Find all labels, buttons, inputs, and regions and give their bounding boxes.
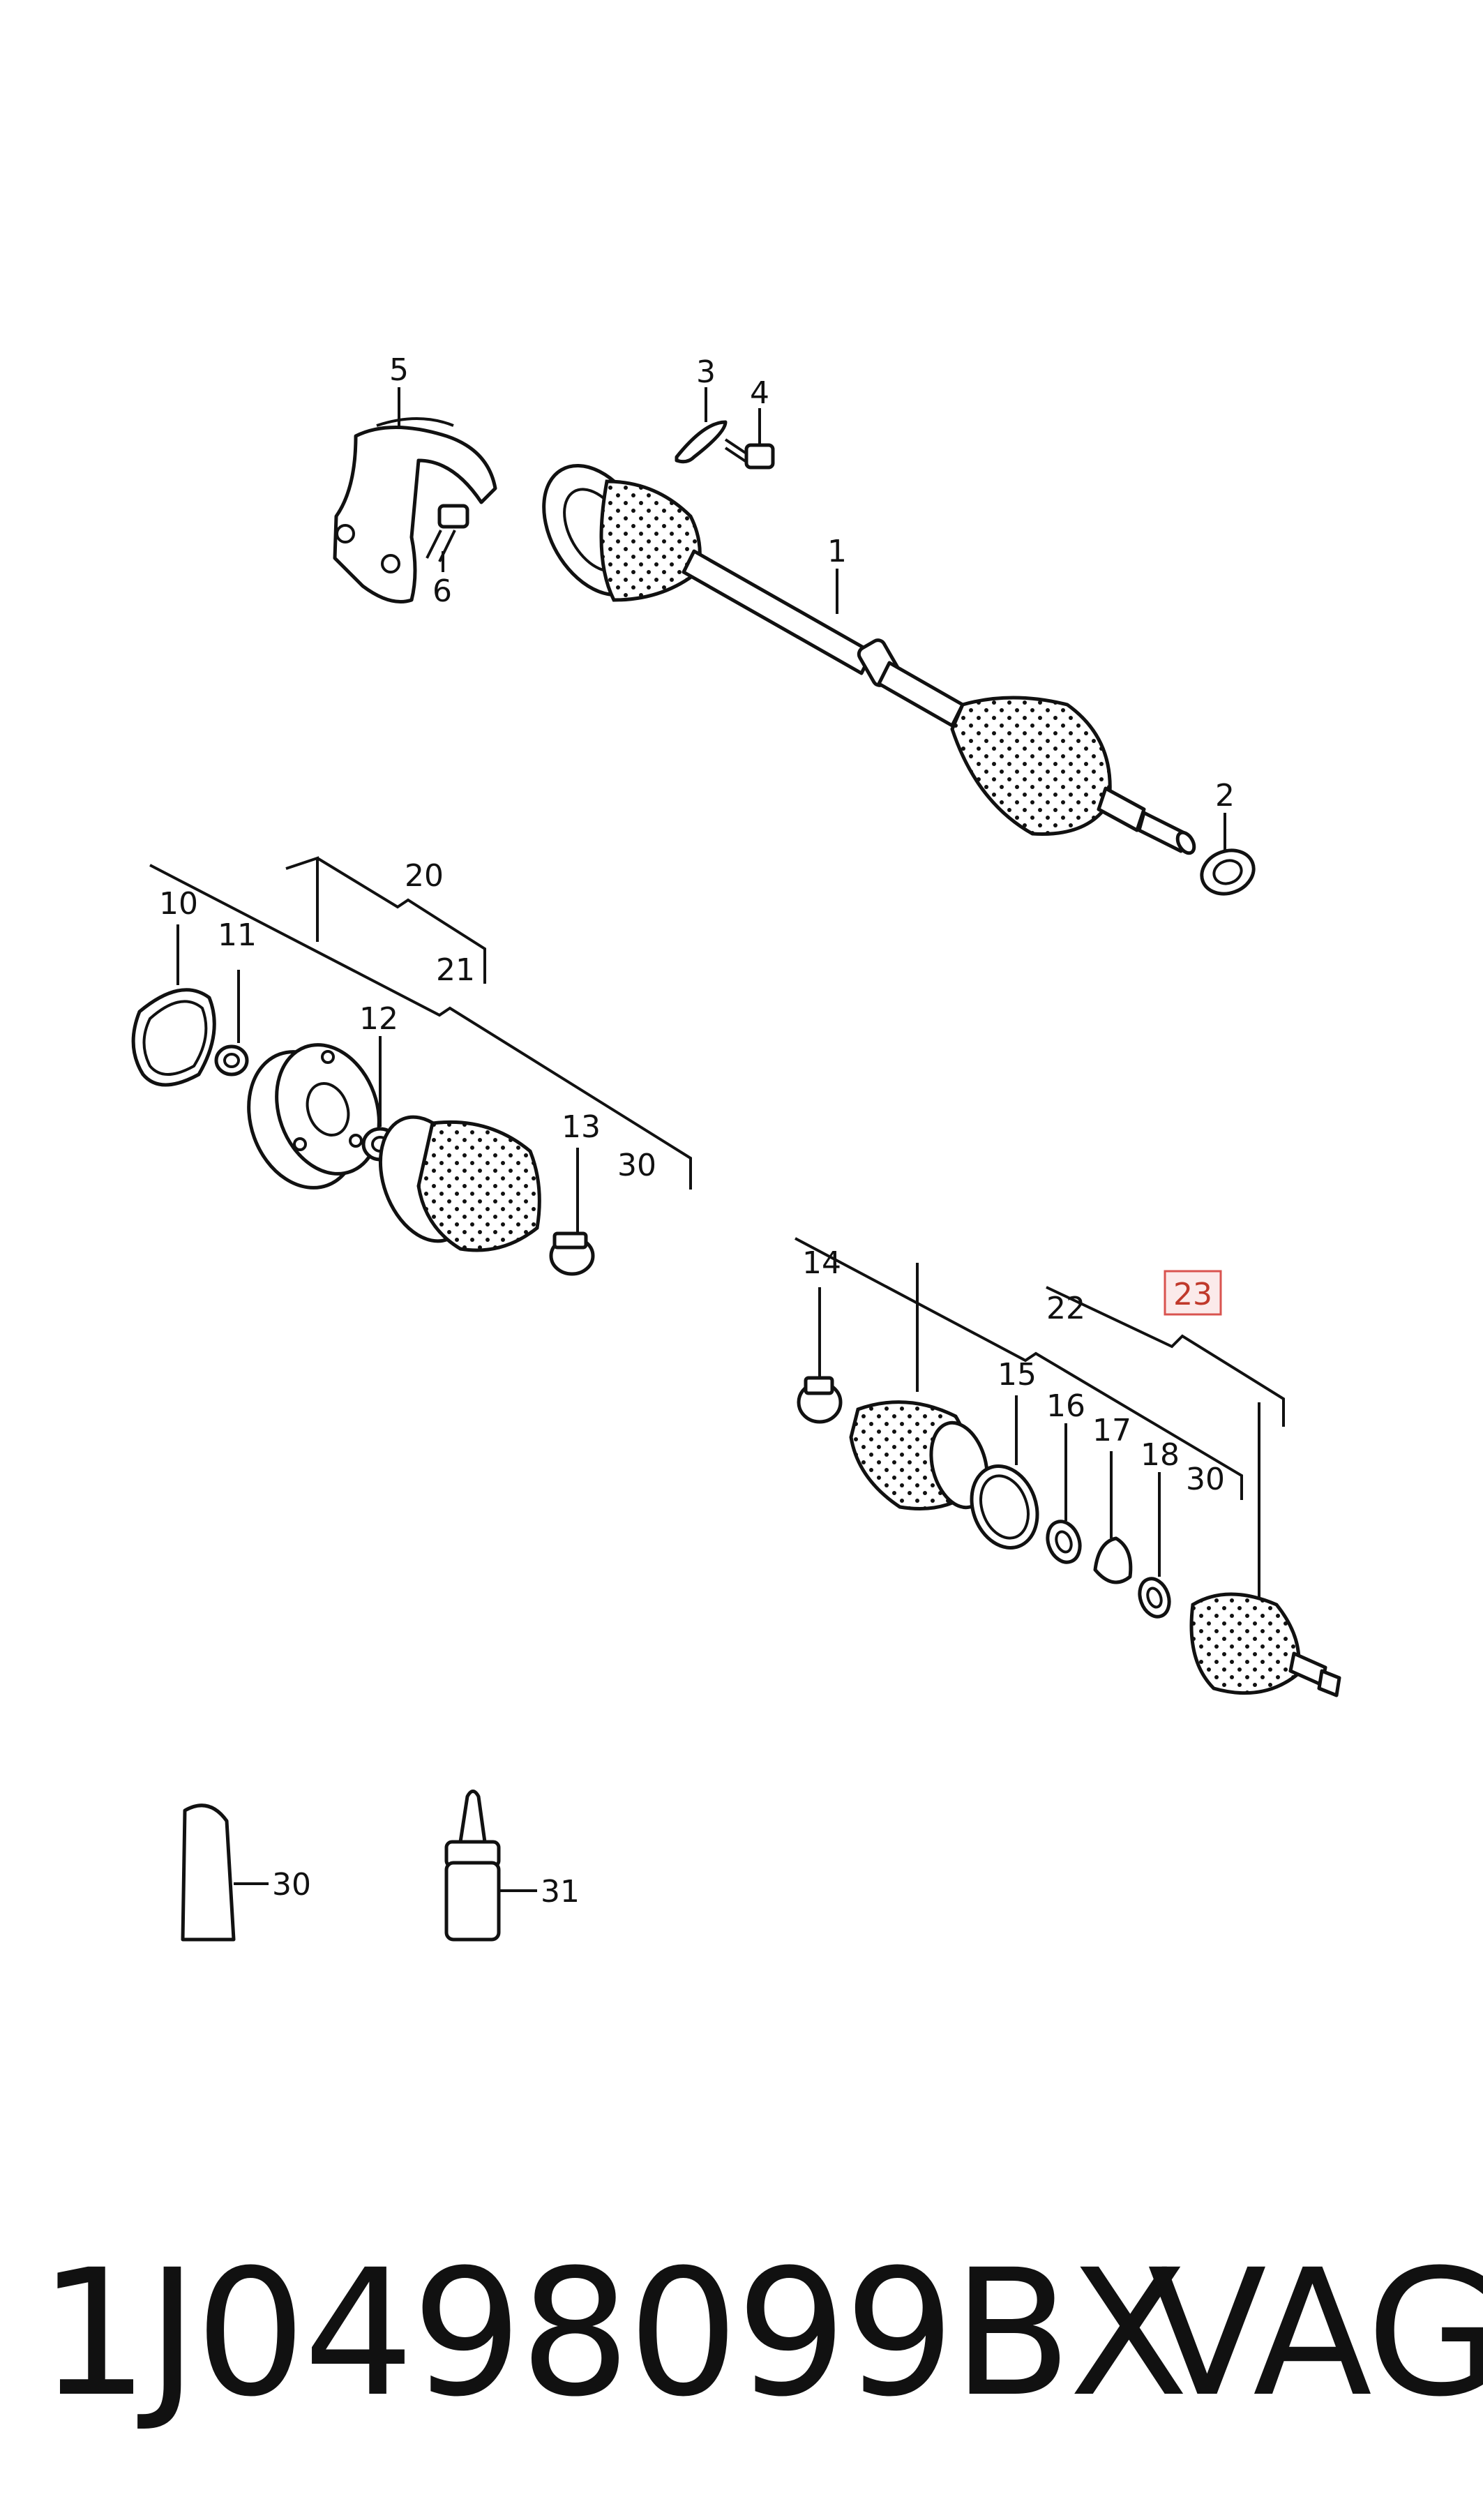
label-22: 22 [1046,1291,1085,1326]
circlip-part-18 [1138,1577,1171,1619]
label-30-outer: 30 [1186,1462,1225,1497]
label-23[interactable]: 23 [1173,1277,1212,1312]
bottle-part-31 [444,1790,501,1942]
nut-part-2 [1200,848,1256,896]
label-11: 11 [218,917,257,953]
part-number: 1J0498099BX [38,2232,1189,2435]
label-2: 2 [1215,778,1235,813]
inner-cv-joint [247,1043,381,1190]
grease-tube-part-30 [181,1803,236,1942]
bracket-part-20 [285,856,319,942]
outer-cv-joint [1189,1592,1341,1697]
bolt-part-4 [724,438,775,470]
label-30-grease: 30 [272,1867,311,1903]
brand-name: VAG [1147,2232,1483,2435]
label-6: 6 [432,573,452,609]
label-5: 5 [389,352,409,388]
label-16: 16 [1046,1388,1085,1424]
clamp-part-13 [549,1231,595,1276]
dished-washer-part-17 [1093,1536,1133,1584]
label-14: 14 [802,1245,841,1281]
highlight-box-23 [1164,1270,1222,1316]
inner-boot [378,1115,541,1252]
label-3: 3 [696,354,716,390]
label-20: 20 [405,858,444,894]
label-18: 18 [1141,1437,1180,1473]
clamp-part-15 [970,1464,1039,1550]
ring-part-16 [1046,1520,1082,1564]
outer-boot [849,1400,989,1510]
label-17: 17 [1092,1413,1131,1448]
label-10: 10 [159,886,198,922]
heat-shield-part-5 [333,417,497,603]
drive-shaft-part-1 [542,464,1196,855]
bracket-part-22 [795,1237,1243,1500]
label-15: 15 [998,1357,1037,1393]
label-13: 13 [562,1109,601,1145]
label-4: 4 [750,375,769,411]
label-30-inner: 30 [617,1148,656,1183]
bracket-part-23 [1046,1286,1285,1427]
footer: 1J0498099BX VAG [0,2222,1483,2445]
label-1: 1 [827,534,847,569]
label-21: 21 [436,952,475,988]
circlip-part-11 [214,1044,249,1077]
clamp-part-14 [797,1376,843,1424]
gasket-part-10 [131,988,216,1087]
clip-part-3 [675,420,728,464]
bracket-part-21 [149,864,692,1190]
label-12: 12 [359,1001,398,1037]
bolt-part-6 [426,504,469,562]
label-31: 31 [541,1874,580,1910]
